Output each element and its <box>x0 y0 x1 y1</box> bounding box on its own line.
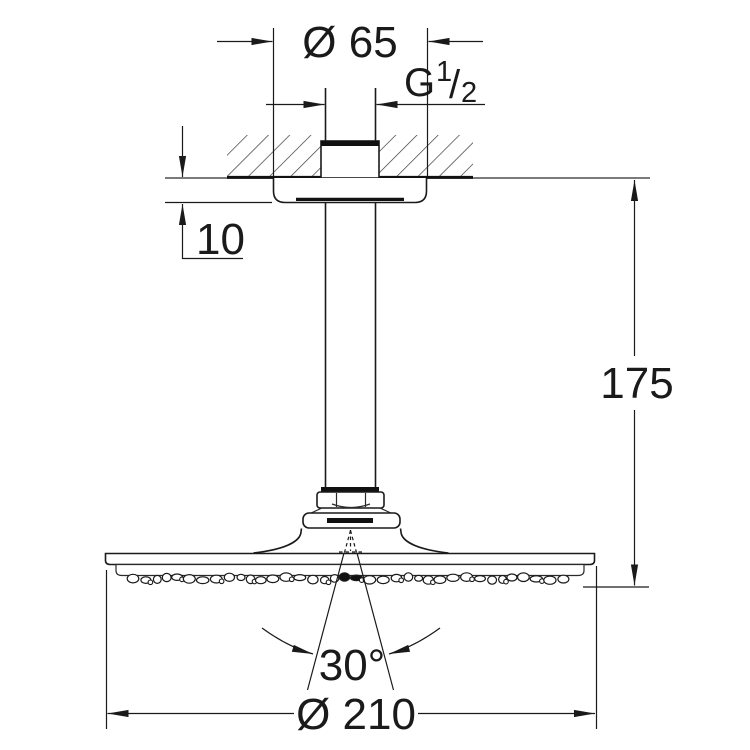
thread-denominator-label: 2 <box>461 77 477 109</box>
hex-nut <box>316 491 385 509</box>
dimension-head-diameter: Ø 210 <box>105 566 598 739</box>
rose-diameter-label: Ø 65 <box>302 18 397 67</box>
shower-head <box>104 552 596 586</box>
dimension-height: 175 <box>583 180 674 588</box>
swivel-seal <box>327 518 373 523</box>
spray-line-left <box>306 552 345 691</box>
ceiling-hatch-right <box>379 135 473 178</box>
dimension-thread: G 1 / 2 <box>266 56 485 109</box>
cone-skirt-right <box>399 528 449 554</box>
nozzle-row <box>126 572 570 586</box>
spray-line-right <box>356 552 395 691</box>
ceiling-rose <box>272 178 428 204</box>
dimension-rose-diameter: Ø 65 <box>217 18 483 176</box>
head-disc <box>104 552 596 566</box>
concealed-nut <box>320 140 380 179</box>
concealed-nut-cap <box>321 141 379 146</box>
thread-prefix-label: G <box>404 61 435 105</box>
spray-apex-right-dashed <box>349 530 358 553</box>
ball-joint-connector <box>253 487 449 554</box>
angle-arrow-right <box>388 627 441 655</box>
rose-height-label: 10 <box>196 215 245 264</box>
ceiling-rose-body <box>272 178 428 204</box>
supply-connection <box>320 88 380 179</box>
shower-arm <box>324 202 377 487</box>
spray-angle-annotation: 30° <box>261 530 441 691</box>
angle-arrow-left <box>261 627 314 655</box>
ball-hint-arc <box>331 503 371 509</box>
height-label: 175 <box>600 359 673 408</box>
arm-collar <box>321 487 379 492</box>
dimension-rose-height: 10 <box>165 126 272 264</box>
cone-skirt-left <box>253 528 303 554</box>
ceiling-section <box>165 135 650 179</box>
thread-numerator-label: 1 <box>436 56 452 88</box>
spray-angle-label: 30° <box>319 641 386 690</box>
thread-slash-label: / <box>449 63 461 107</box>
head-diameter-label: Ø 210 <box>296 690 416 739</box>
spray-apex-left-dashed <box>343 530 352 553</box>
